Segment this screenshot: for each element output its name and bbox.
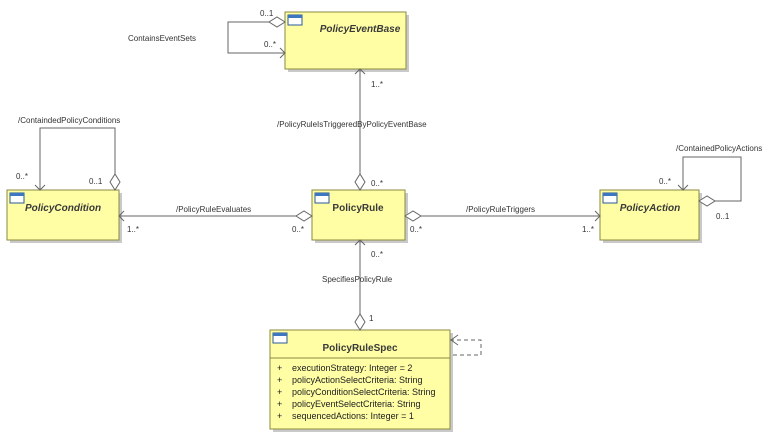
class-icon	[314, 192, 330, 204]
association-specifies-policy-rule[interactable]: SpecifiesPolicyRule 0..* 1	[322, 239, 393, 331]
attribute-row: + policyActionSelectCriteria: String	[277, 375, 423, 385]
association-label: /ContainedPolicyActions	[676, 144, 762, 153]
attribute-row: + sequencedActions: Integer = 1	[277, 411, 414, 421]
attribute-row: + executionStrategy: Integer = 2	[277, 363, 412, 373]
association-line	[682, 156, 742, 202]
class-name: PolicyEventBase	[320, 24, 401, 35]
svg-text:sequencedActions: Integer = 1: sequencedActions: Integer = 1	[292, 411, 414, 421]
self-dependency-policy-rule-spec[interactable]	[450, 334, 482, 356]
navigability-arrow	[279, 47, 286, 59]
class-icon	[272, 332, 288, 344]
association-contained-policy-conditions[interactable]: /ContaindedPolicyConditions 0..* 0..1	[16, 116, 121, 191]
svg-text:policyEventSelectCriteria: Str: policyEventSelectCriteria: String	[292, 399, 421, 409]
class-name: PolicyAction	[620, 203, 681, 214]
navigability-arrow	[677, 184, 689, 191]
aggregation-diamond	[698, 195, 716, 207]
association-rule-triggered-by-event-base[interactable]: /PolicyRuleIsTriggeredByPolicyEventBase …	[277, 68, 427, 191]
class-policy-rule[interactable]: PolicyRule	[311, 189, 408, 243]
class-name: PolicyCondition	[25, 203, 101, 214]
aggregation-diamond	[295, 210, 313, 222]
multiplicity: 0..1	[716, 212, 730, 221]
class-icon	[9, 192, 25, 204]
association-label: /PolicyRuleTriggers	[466, 205, 535, 214]
class-policy-condition[interactable]: PolicyCondition	[6, 189, 122, 243]
multiplicity: 0..*	[410, 225, 422, 234]
class-icon	[602, 192, 618, 204]
aggregation-diamond	[354, 173, 366, 191]
multiplicity: 0..1	[260, 9, 274, 18]
association-rule-triggers[interactable]: /PolicyRuleTriggers 0..* 1..*	[404, 205, 601, 234]
multiplicity: 0..*	[371, 179, 383, 188]
navigability-arrow	[118, 210, 125, 222]
association-contains-event-sets[interactable]: ContainsEventSets 0..1 0..*	[128, 9, 286, 59]
svg-text:+: +	[277, 399, 282, 409]
navigability-arrow	[34, 184, 46, 191]
multiplicity: 1..*	[371, 80, 383, 89]
aggregation-diamond	[354, 313, 366, 331]
association-label: ContainsEventSets	[128, 34, 196, 43]
association-line	[39, 127, 116, 190]
attribute-row: + policyConditionSelectCriteria: String	[277, 387, 436, 397]
svg-text:policyActionSelectCriteria: St: policyActionSelectCriteria: String	[292, 375, 423, 385]
association-rule-evaluates[interactable]: /PolicyRuleEvaluates 1..* 0..*	[118, 205, 313, 234]
aggregation-diamond	[404, 210, 422, 222]
association-label: /ContaindedPolicyConditions	[18, 116, 120, 125]
svg-text:+: +	[277, 411, 282, 421]
class-icon	[287, 14, 303, 26]
association-label: /PolicyRuleEvaluates	[176, 205, 251, 214]
aggregation-diamond	[268, 16, 286, 28]
multiplicity: 1..*	[127, 225, 139, 234]
svg-text:policyConditionSelectCriteria:: policyConditionSelectCriteria: String	[292, 387, 436, 397]
class-policy-action[interactable]: PolicyAction	[599, 189, 702, 243]
attribute-row: + policyEventSelectCriteria: String	[277, 399, 421, 409]
multiplicity: 0..*	[371, 250, 383, 259]
multiplicity: 1..*	[582, 225, 594, 234]
association-label: /PolicyRuleIsTriggeredByPolicyEventBase	[277, 120, 427, 129]
svg-text:+: +	[277, 387, 282, 397]
class-policy-event-base[interactable]: PolicyEventBase	[284, 11, 409, 72]
navigability-arrow	[354, 68, 366, 75]
svg-text:+: +	[277, 363, 282, 373]
class-name: PolicyRuleSpec	[322, 343, 397, 354]
association-contained-policy-actions[interactable]: /ContainedPolicyActions 0..* 0..1	[659, 144, 762, 221]
svg-text:executionStrategy: Integer = 2: executionStrategy: Integer = 2	[292, 363, 412, 373]
multiplicity: 0..*	[659, 177, 671, 186]
aggregation-diamond	[109, 173, 121, 191]
multiplicity: 0..*	[264, 40, 276, 49]
navigability-arrow	[594, 210, 601, 222]
class-name: PolicyRule	[332, 203, 384, 214]
association-label: SpecifiesPolicyRule	[322, 275, 393, 284]
navigability-arrow	[354, 239, 366, 246]
multiplicity: 0..*	[292, 225, 304, 234]
svg-text:+: +	[277, 375, 282, 385]
multiplicity: 0..*	[16, 172, 28, 181]
dependency-line	[450, 339, 482, 356]
association-line	[227, 21, 285, 54]
multiplicity: 0..1	[89, 177, 103, 186]
dependency-arrow	[450, 334, 459, 346]
class-policy-rule-spec[interactable]: PolicyRuleSpec + executionStrategy: Inte…	[269, 329, 453, 432]
multiplicity: 1	[369, 314, 374, 323]
